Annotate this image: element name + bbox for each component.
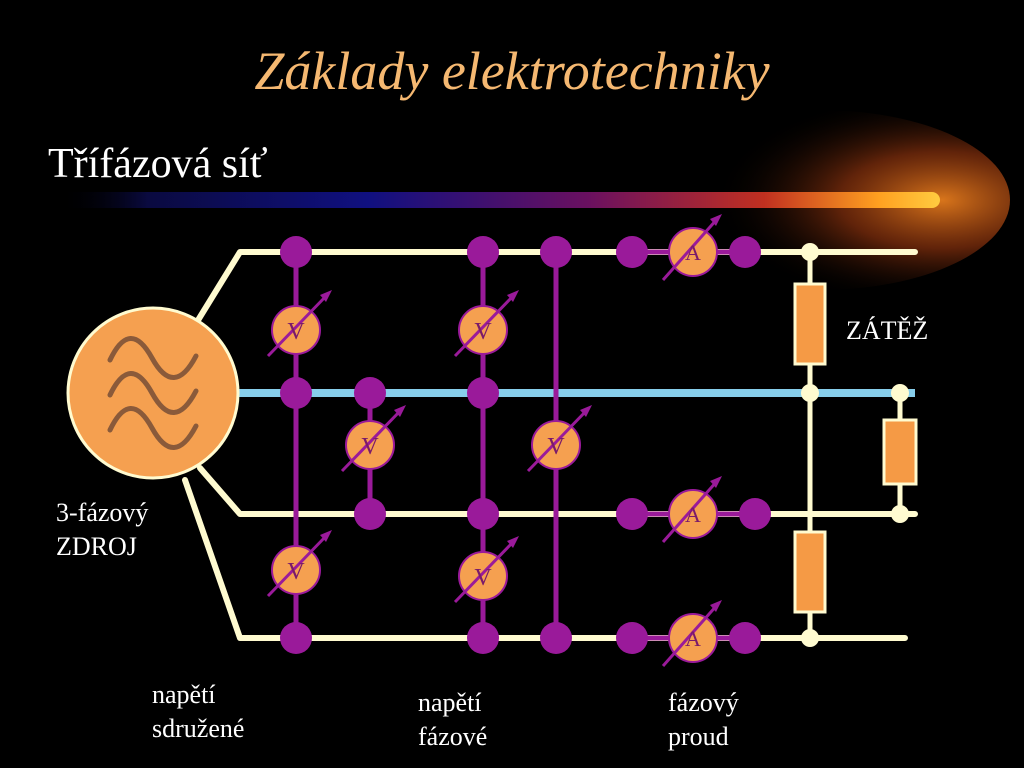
voltmeter: V [266, 530, 332, 598]
ammeter: A [661, 214, 722, 281]
voltmeter: V [266, 290, 332, 358]
source-label: 3-fázový ZDROJ [56, 496, 148, 564]
phase-voltage-label-line2: fázové [418, 722, 488, 751]
voltmeter: V [526, 405, 592, 473]
arrow-icon [266, 292, 330, 358]
arrow-icon [661, 217, 720, 281]
phase-voltage-label: napětí fázové [418, 686, 487, 754]
voltmeter-label: V [547, 434, 565, 460]
arrow-icon [661, 479, 720, 543]
voltmeter-label: V [287, 319, 305, 345]
line-voltage-label-line2: sdružené [152, 714, 245, 743]
arrow-icon [526, 407, 590, 473]
phase-voltage-label-line1: napětí [418, 688, 482, 717]
line-voltage-label-line1: napětí [152, 680, 216, 709]
voltmeter-label: V [287, 559, 305, 585]
voltmeter: V [453, 536, 519, 604]
voltmeter: V [340, 405, 406, 473]
measurement-terminals [280, 236, 771, 654]
phase-current-label-line2: proud [668, 722, 729, 751]
arrow-icon [453, 292, 517, 358]
sine-wave-icon [107, 336, 199, 450]
arrow-icon [661, 603, 720, 667]
ammeter-label: A [685, 240, 701, 265]
resistor-1 [793, 282, 827, 366]
resistor-3 [882, 418, 918, 486]
slide-title: Základy elektrotechniky [254, 41, 770, 101]
load-nodes [801, 243, 909, 647]
ammeter: A [661, 476, 722, 543]
decorative-comet [60, 110, 1010, 290]
phase-current-label-line1: fázový [668, 688, 739, 717]
line-voltage-label: napětí sdružené [152, 678, 244, 746]
source-label-line2: ZDROJ [56, 532, 137, 561]
voltmeter-label: V [361, 434, 379, 460]
arrow-icon [453, 538, 517, 604]
arrow-icon [266, 532, 330, 598]
voltmeter-label: V [474, 319, 492, 345]
resistor-2 [793, 530, 827, 614]
ammeter-label: A [685, 502, 701, 527]
arrow-icon [340, 407, 404, 473]
voltmeter: V [453, 290, 519, 358]
source-symbol [66, 306, 240, 480]
voltmeter-label: V [474, 565, 492, 591]
ammeter: A [661, 600, 722, 667]
phase-current-label: fázový proud [668, 686, 739, 754]
ammeter-label: A [685, 626, 701, 651]
load-resistors [793, 282, 918, 614]
source-label-line1: 3-fázový [56, 498, 149, 527]
slide-subtitle: Třífázová síť [48, 141, 268, 187]
load-label: ZÁTĚŽ [846, 316, 929, 345]
